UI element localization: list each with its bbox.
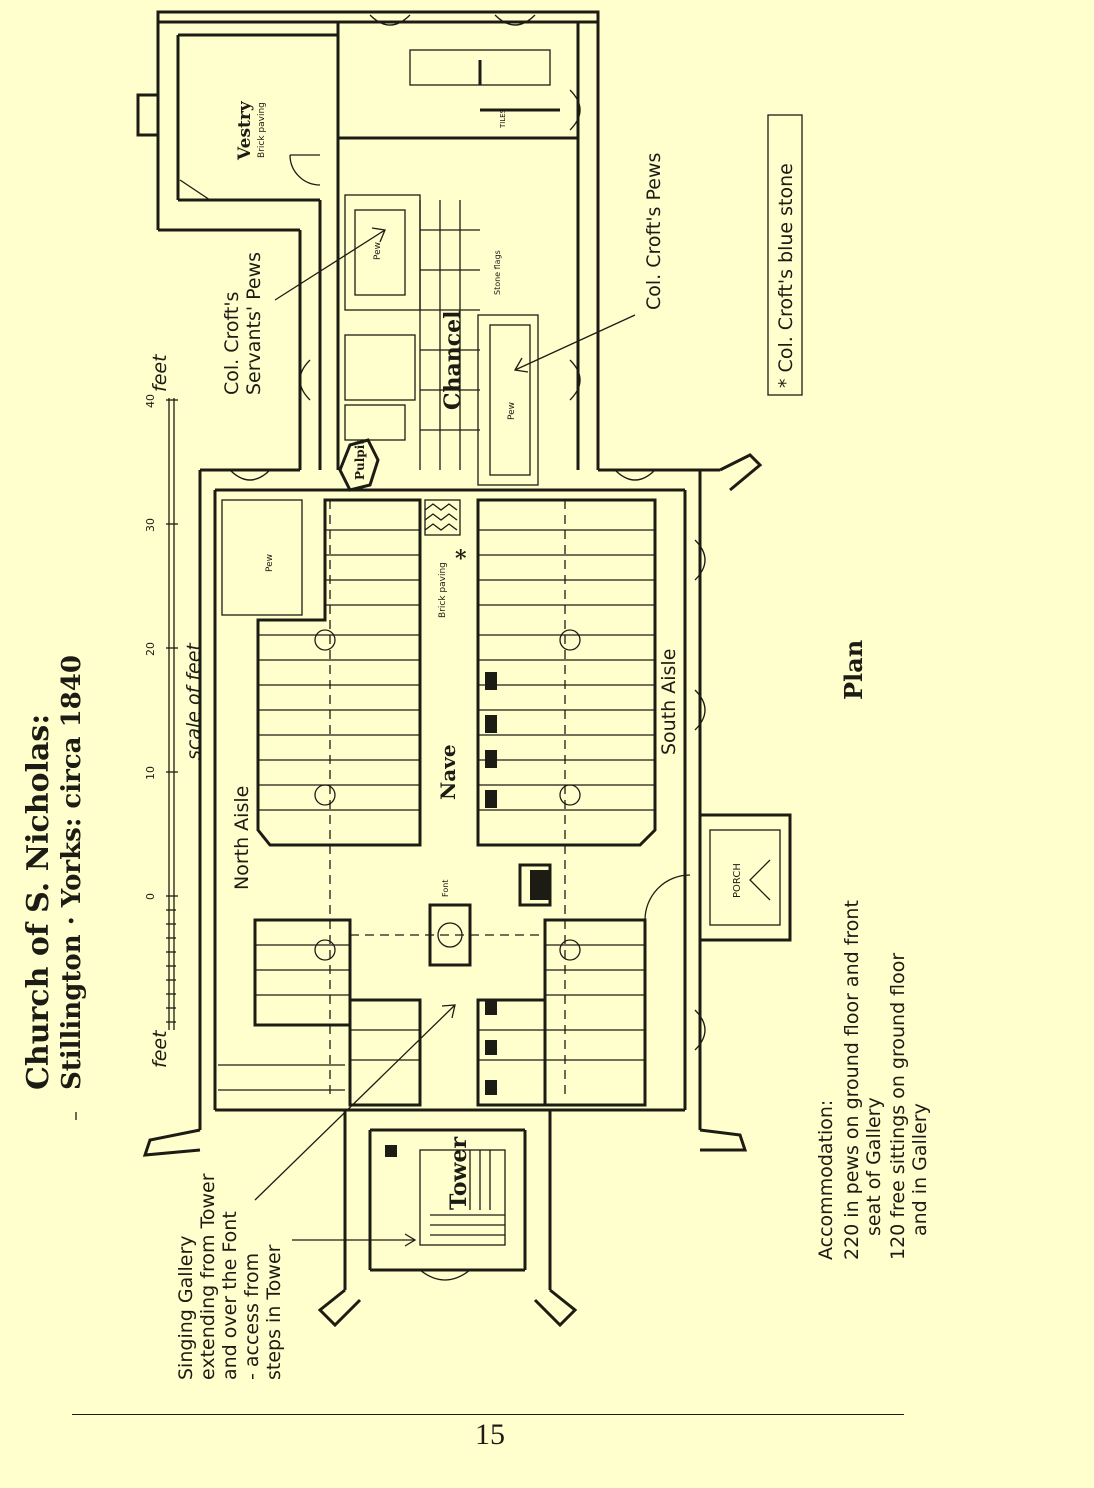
title-line-2: Stillington · Yorks: circa 1840 bbox=[57, 655, 87, 1090]
scale-ticks bbox=[166, 399, 178, 1023]
tower: Tower bbox=[385, 1137, 506, 1246]
north-pew-rows bbox=[258, 529, 420, 811]
font: Font bbox=[428, 880, 472, 967]
pillar bbox=[314, 784, 336, 806]
south-aisle-label: South Aisle bbox=[658, 649, 680, 755]
stone-flags-label: Stone flags bbox=[493, 250, 502, 295]
accommodation-line-4: and in Gallery bbox=[909, 1103, 931, 1236]
nave-pews: Pew bbox=[218, 498, 657, 1107]
title-block: Church of S. Nicholas: Stillington · Yor… bbox=[21, 655, 87, 1090]
porch-label: PORCH bbox=[732, 863, 743, 898]
scale-tick-20: 20 bbox=[144, 642, 157, 656]
crofts-pews-line: Col. Croft's Pews bbox=[643, 153, 665, 310]
north-aisle-label: North Aisle bbox=[231, 786, 253, 890]
pillar bbox=[314, 629, 336, 651]
scale-unit-right: feet bbox=[149, 353, 171, 392]
pulpit-label: Pulpit bbox=[353, 439, 367, 480]
scale-bar: 0 10 20 30 40 feet feet scale of feet bbox=[144, 353, 205, 1068]
accommodation-note: Accommodation: 220 in pews on ground flo… bbox=[815, 900, 931, 1260]
gallery-line-1: Singing Gallery bbox=[175, 1235, 197, 1380]
shaded-pew-ends bbox=[485, 672, 550, 1095]
scale-unit-left: feet bbox=[149, 1029, 171, 1068]
page-number: 15 bbox=[475, 1418, 505, 1451]
west-pew-rows bbox=[218, 944, 645, 1091]
scale-tick-40: 40 bbox=[144, 394, 157, 408]
crofts-pews-callout: Col. Croft's Pews bbox=[513, 153, 665, 373]
pillar bbox=[559, 629, 581, 651]
south-pew-rows bbox=[478, 529, 655, 811]
vestry: Vestry Brick paving bbox=[179, 100, 321, 201]
scale-tick-0: 0 bbox=[144, 893, 157, 900]
accommodation-line-1: 220 in pews on ground floor and front bbox=[841, 900, 863, 1260]
porch: PORCH bbox=[644, 859, 771, 921]
tower-label: Tower bbox=[446, 1137, 472, 1210]
servants-pews-line-2: Servants' Pews bbox=[243, 252, 265, 395]
accommodation-line-2: seat of Gallery bbox=[863, 1097, 885, 1236]
chancel-label: Chancel bbox=[440, 310, 466, 410]
vestry-floor-label: Brick paving bbox=[257, 102, 267, 158]
plan-label: Plan bbox=[839, 640, 868, 700]
title-line-1: Church of S. Nicholas: bbox=[21, 714, 56, 1090]
pillar bbox=[314, 939, 336, 961]
scale-label: scale of feet bbox=[183, 642, 205, 760]
chancel: TILES Stone flags Pew Pew Pulpit Chan bbox=[338, 49, 560, 618]
accommodation-heading: Accommodation: bbox=[815, 1100, 837, 1260]
brick-paving-label: Brick paving bbox=[438, 562, 448, 618]
legend-text: * Col. Croft's blue stone bbox=[775, 163, 797, 388]
gallery-line-5: steps in Tower bbox=[263, 1244, 285, 1380]
legend: * Col. Croft's blue stone bbox=[767, 114, 803, 396]
tiles-label: TILES bbox=[499, 108, 507, 129]
pillar bbox=[559, 784, 581, 806]
north-box-pew-label: Pew bbox=[265, 554, 275, 572]
scale-tick-10: 10 bbox=[144, 766, 157, 780]
servants-pews-callout: Col. Croft's Servants' Pews bbox=[221, 227, 386, 395]
nave-label: Nave bbox=[436, 744, 460, 800]
vestry-label: Vestry bbox=[235, 100, 255, 161]
font-label: Font bbox=[441, 880, 450, 897]
pillar bbox=[559, 939, 581, 961]
scale-tick-30: 30 bbox=[144, 518, 157, 532]
servants-pew-label: Pew bbox=[373, 242, 383, 260]
gallery-line-2: extending from Tower bbox=[197, 1173, 219, 1380]
gallery-line-3: and over the Font bbox=[219, 1211, 241, 1380]
blue-stone-marker: * bbox=[455, 546, 467, 572]
gallery-callout: Singing Gallery extending from Tower and… bbox=[175, 1004, 456, 1380]
crofts-pew-label: Pew bbox=[507, 402, 517, 420]
accommodation-line-3: 120 free sittings on ground floor bbox=[887, 953, 909, 1260]
servants-pews-line-1: Col. Croft's bbox=[221, 292, 243, 395]
walls bbox=[136, 10, 792, 1328]
gallery-line-4: - access from bbox=[241, 1253, 263, 1380]
windows bbox=[229, 14, 706, 1281]
footer-rule bbox=[72, 1414, 904, 1415]
